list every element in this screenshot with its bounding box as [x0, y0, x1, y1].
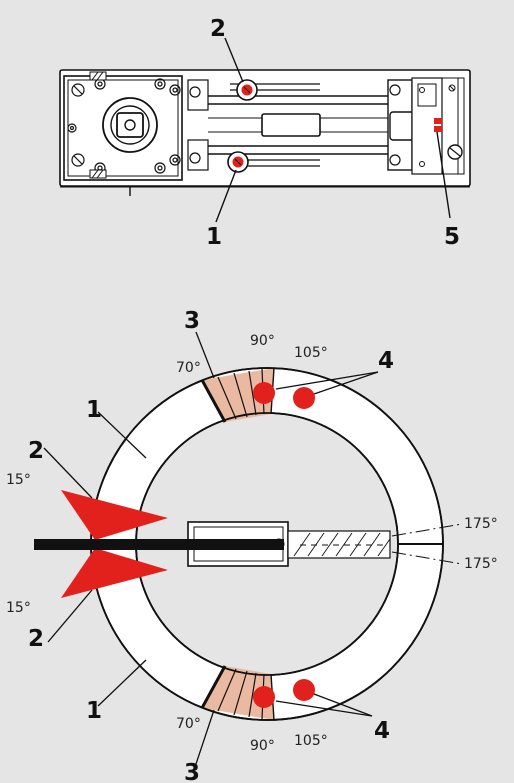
label-pointer-upper: 2: [28, 438, 44, 464]
label-ring-upper: 1: [86, 397, 102, 423]
pointer-lower: [61, 548, 168, 598]
door-arm: [34, 539, 284, 550]
deg-90-upper: 90°: [250, 333, 275, 349]
label-marker-lower: 4: [374, 718, 390, 744]
screw-1-marker: [227, 151, 249, 173]
deg-105-lower: 105°: [294, 733, 328, 749]
label-pointer-lower: 2: [28, 626, 44, 652]
marker-105-upper: [293, 387, 315, 409]
deg-15-upper: 15°: [6, 472, 31, 488]
spindle-square: [116, 112, 144, 138]
label-stop-upper: 3: [184, 308, 200, 334]
marker-90-upper: [253, 382, 275, 404]
hatched-channel: [287, 530, 391, 559]
label-screw-2: 2: [210, 16, 226, 42]
label-ring-lower: 1: [86, 698, 102, 724]
deg-90-lower: 90°: [250, 738, 275, 754]
floor-spring-device: [59, 69, 471, 196]
screw-2-marker: [236, 79, 258, 101]
label-screw-1: 1: [206, 224, 222, 250]
deg-175-upper: 175°: [464, 516, 498, 532]
label-part-5: 5: [444, 224, 460, 250]
deg-70-upper: 70°: [176, 360, 201, 376]
label-stop-lower: 3: [184, 760, 200, 783]
part-5-marker: [434, 118, 442, 132]
deg-70-lower: 70°: [176, 716, 201, 732]
marker-105-lower: [293, 679, 315, 701]
deg-105-upper: 105°: [294, 345, 328, 361]
deg-15-lower: 15°: [6, 600, 31, 616]
label-marker-upper: 4: [378, 348, 394, 374]
marker-90-lower: [253, 686, 275, 708]
pointer-upper: [61, 490, 168, 540]
deg-175-lower: 175°: [464, 556, 498, 572]
